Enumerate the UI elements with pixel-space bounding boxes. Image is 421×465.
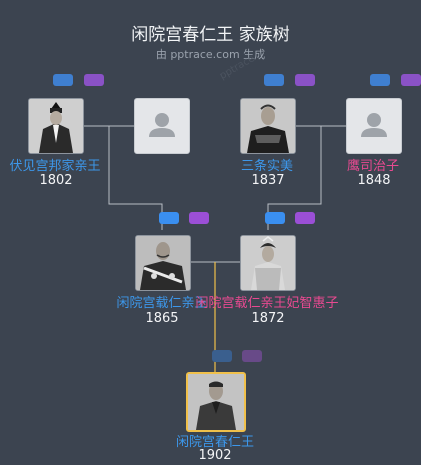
- expand-mother-button[interactable]: [295, 212, 315, 224]
- chieko-portrait[interactable]: [240, 235, 296, 291]
- expand-father-button[interactable]: [264, 74, 284, 86]
- expand-father-button[interactable]: [370, 74, 390, 86]
- page-subtitle: 由 pptrace.com 生成: [155, 48, 266, 61]
- kotohito-year: 1865: [145, 311, 179, 326]
- portrait-image: [29, 99, 83, 153]
- expand-mother-button[interactable]: [295, 74, 315, 86]
- takatsukasa-name[interactable]: 鹰司治子: [346, 159, 399, 174]
- page-title: 闲院宫春仁王 家族树: [131, 25, 290, 45]
- expand-father-button[interactable]: [212, 350, 232, 362]
- kotohito-name[interactable]: 闲院宫载仁亲王: [116, 296, 208, 311]
- sanjo-portrait[interactable]: [240, 98, 296, 154]
- spouse-placeholder[interactable]: [134, 98, 190, 154]
- sanjo-year: 1837: [251, 173, 285, 188]
- haruhito-portrait[interactable]: [186, 372, 246, 432]
- kotohito-portrait[interactable]: [135, 235, 191, 291]
- chieko-year: 1872: [251, 311, 285, 326]
- person-placeholder-icon: [149, 113, 175, 137]
- fushimi-portrait[interactable]: [28, 98, 84, 154]
- sanjo-name[interactable]: 三条实美: [240, 159, 293, 174]
- expand-mother-button[interactable]: [401, 74, 421, 86]
- chieko-name[interactable]: 闲院宫载仁亲王妃智惠子: [195, 296, 339, 311]
- expand-mother-button[interactable]: [242, 350, 262, 362]
- expand-father-button[interactable]: [53, 74, 73, 86]
- portrait-image: [136, 236, 190, 290]
- haruhito-year: 1902: [198, 448, 232, 463]
- person-placeholder-icon: [361, 113, 387, 137]
- expand-father-button[interactable]: [159, 212, 179, 224]
- takatsukasa-year: 1848: [357, 173, 391, 188]
- haruhito-name[interactable]: 闲院宫春仁王: [175, 435, 254, 450]
- expand-mother-button[interactable]: [84, 74, 104, 86]
- portrait-image: [241, 99, 295, 153]
- portrait-image: [241, 236, 295, 290]
- expand-father-button[interactable]: [265, 212, 285, 224]
- fushimi-year: 1802: [39, 173, 73, 188]
- portrait-image: [188, 374, 244, 430]
- expand-mother-button[interactable]: [189, 212, 209, 224]
- takatsukasa-portrait[interactable]: [346, 98, 402, 154]
- fushimi-name[interactable]: 伏见宫邦家亲王: [9, 159, 101, 174]
